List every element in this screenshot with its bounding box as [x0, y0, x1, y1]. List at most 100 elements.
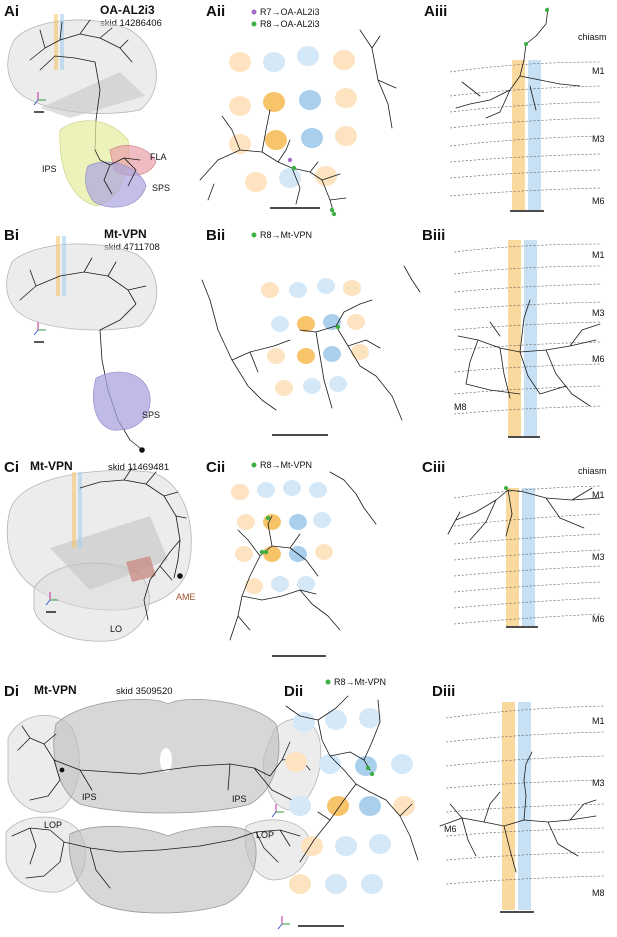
- neuron-title: Mt-VPN: [30, 459, 73, 473]
- optic-lobe-surface: [6, 243, 158, 331]
- neuron-arbor: [447, 487, 601, 541]
- legend-dot-r8: [325, 679, 331, 685]
- cell-body: [139, 447, 145, 453]
- region-label-lo: LO: [110, 624, 122, 634]
- region-label-lop-left: LOP: [44, 820, 62, 830]
- legend-dot-r7: [251, 9, 257, 15]
- layer-label-m6: M6: [592, 354, 605, 364]
- skid-label: skid 14286406: [100, 18, 162, 29]
- panel-ciii: Ciii chiasm M1 M3 M6: [422, 459, 607, 628]
- synapse-r8: [504, 486, 508, 490]
- region-label-ips-left: IPS: [82, 792, 97, 802]
- neuron-dorsal: [11, 827, 301, 889]
- synapse-r8: [263, 549, 269, 555]
- panel-label: Aiii: [424, 3, 447, 20]
- layer-label-m3: M3: [592, 778, 605, 788]
- blue-column: [518, 702, 531, 910]
- panel-diii: Diii M1 M3 M6 M8: [432, 683, 605, 913]
- panel-label: Cii: [206, 459, 225, 476]
- orange-column: [512, 60, 525, 210]
- legend-text-r8: R8→Mt-VPN: [260, 460, 312, 470]
- blue-column: [78, 472, 82, 548]
- neuron-title: Mt-VPN: [34, 683, 77, 697]
- synapse-r8: [331, 211, 337, 217]
- neuron-arbor: [19, 257, 147, 449]
- synapse-r8: [265, 515, 271, 521]
- panel-label: Bii: [206, 227, 225, 244]
- layer-label-m8: M8: [454, 402, 467, 412]
- layer-lines: [445, 705, 605, 885]
- neuropil-plane: [40, 72, 145, 118]
- synapse-r8: [369, 771, 375, 777]
- panel-label: Aii: [206, 3, 225, 20]
- legend-dot-r8: [251, 462, 257, 468]
- panel-label: Biii: [422, 227, 445, 244]
- neuron-arbor: [285, 695, 419, 863]
- panel-di: Di Mt-VPN skid 3509520 IPS IPS LOP LOP: [4, 683, 322, 914]
- ame-region: [126, 556, 156, 582]
- layer-label-m6: M6: [444, 824, 457, 834]
- skid-label: skid 3509520: [116, 686, 173, 697]
- orange-column: [508, 240, 521, 436]
- panel-label: Dii: [284, 683, 303, 700]
- layer-label-m3: M3: [592, 134, 605, 144]
- neuron-arbor: [29, 19, 133, 151]
- layer-label-m3: M3: [592, 552, 605, 562]
- synapse-r8: [524, 42, 528, 46]
- legend-dot-r8: [251, 21, 257, 27]
- neuron-title: Mt-VPN: [104, 227, 147, 241]
- legend-text-r8: R8→OA-AL2i3: [260, 19, 320, 29]
- region-label-sps: SPS: [142, 410, 160, 420]
- neuron-arbor: [439, 751, 597, 873]
- panel-label: Bi: [4, 227, 19, 244]
- neuropil-plane: [50, 516, 168, 590]
- region-label-ame: AME: [176, 592, 196, 602]
- blue-column: [524, 240, 537, 436]
- panel-ci: Ci Mt-VPN skid 11469481 AME LO: [4, 459, 196, 642]
- panel-bii: Bii R8→Mt-VPN: [201, 227, 421, 436]
- panel-label: Ci: [4, 459, 19, 476]
- region-label-fla: FLA: [150, 152, 167, 162]
- neuron-central: [94, 149, 141, 195]
- panel-label: Diii: [432, 683, 455, 700]
- orange-column: [72, 472, 76, 548]
- layer-label-m6: M6: [592, 614, 605, 624]
- synapse-r8: [545, 8, 549, 12]
- brain-hole: [160, 748, 172, 772]
- ommatidia-array: [231, 480, 333, 594]
- panel-aii: Aii R7→OA-AL2i3 R8→OA-AL2i3: [199, 3, 397, 217]
- brain-dorsal-central: [68, 825, 257, 914]
- axis-icon: [277, 915, 291, 930]
- neuron-arbor: [199, 29, 397, 215]
- blue-column: [60, 14, 64, 70]
- layer-label-m6: M6: [592, 196, 605, 206]
- legend-text-r7: R7→OA-AL2i3: [260, 7, 320, 17]
- neuron-title: OA-AL2i3: [100, 3, 155, 17]
- ommatidia-array: [261, 278, 369, 396]
- layer-lines: [449, 61, 601, 197]
- blue-column: [528, 60, 541, 210]
- panel-aiii: Aiii chiasm M1 M3 M6: [424, 3, 607, 212]
- legend-dot-r8: [251, 232, 257, 238]
- region-label-ips-right: IPS: [232, 794, 247, 804]
- ommatidia-array: [229, 46, 357, 192]
- neuron-arbor: [457, 299, 601, 407]
- neuron-arbor: [229, 471, 377, 641]
- layer-lines: [453, 485, 601, 625]
- layer-label-m3: M3: [592, 308, 605, 318]
- blue-column: [522, 488, 535, 626]
- synapse-r8: [329, 207, 335, 213]
- skid-label: skid 4711708: [104, 242, 160, 253]
- orange-column: [506, 488, 519, 626]
- ommatidia-array: [285, 708, 415, 894]
- panel-label: Ai: [4, 3, 19, 20]
- orange-column: [56, 236, 60, 296]
- panel-ai: Ai OA-AL2i3 skid 14286406 IPS FLA SPS: [4, 3, 170, 208]
- layer-label-m1: M1: [592, 250, 605, 260]
- region-label-sps: SPS: [152, 183, 170, 193]
- synapse-r8: [291, 165, 297, 171]
- neuron-arbor: [79, 467, 187, 621]
- synapse-r8: [259, 549, 265, 555]
- panel-label: Di: [4, 683, 19, 700]
- layer-label-m1: M1: [592, 66, 605, 76]
